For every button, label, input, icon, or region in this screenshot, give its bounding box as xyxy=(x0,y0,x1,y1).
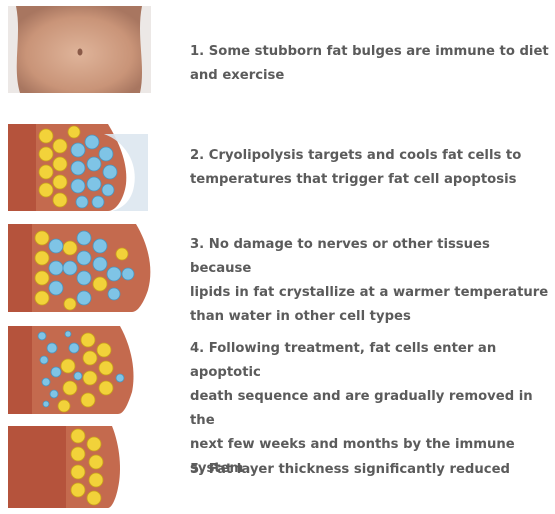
reduced-fat-layer-diagram xyxy=(8,426,151,508)
step-3-text: 3. No damage to nerves or other tissues … xyxy=(190,237,549,324)
fat-cells-cooling-diagram xyxy=(8,124,151,211)
step-4-text: 4. Following treatment, fat cells enter … xyxy=(190,341,533,476)
belly-photo xyxy=(8,6,151,93)
fat-cells-crystallized-diagram xyxy=(8,224,151,312)
fat-cells-removal-diagram xyxy=(8,326,151,414)
step-1-text: 1. Some stubborn fat bulges are immune t… xyxy=(190,44,549,83)
step-5-text: 5. Fat layer thickness significantly red… xyxy=(190,462,510,477)
step-2-text: 2. Cryolipolysis targets and cools fat c… xyxy=(190,148,522,187)
